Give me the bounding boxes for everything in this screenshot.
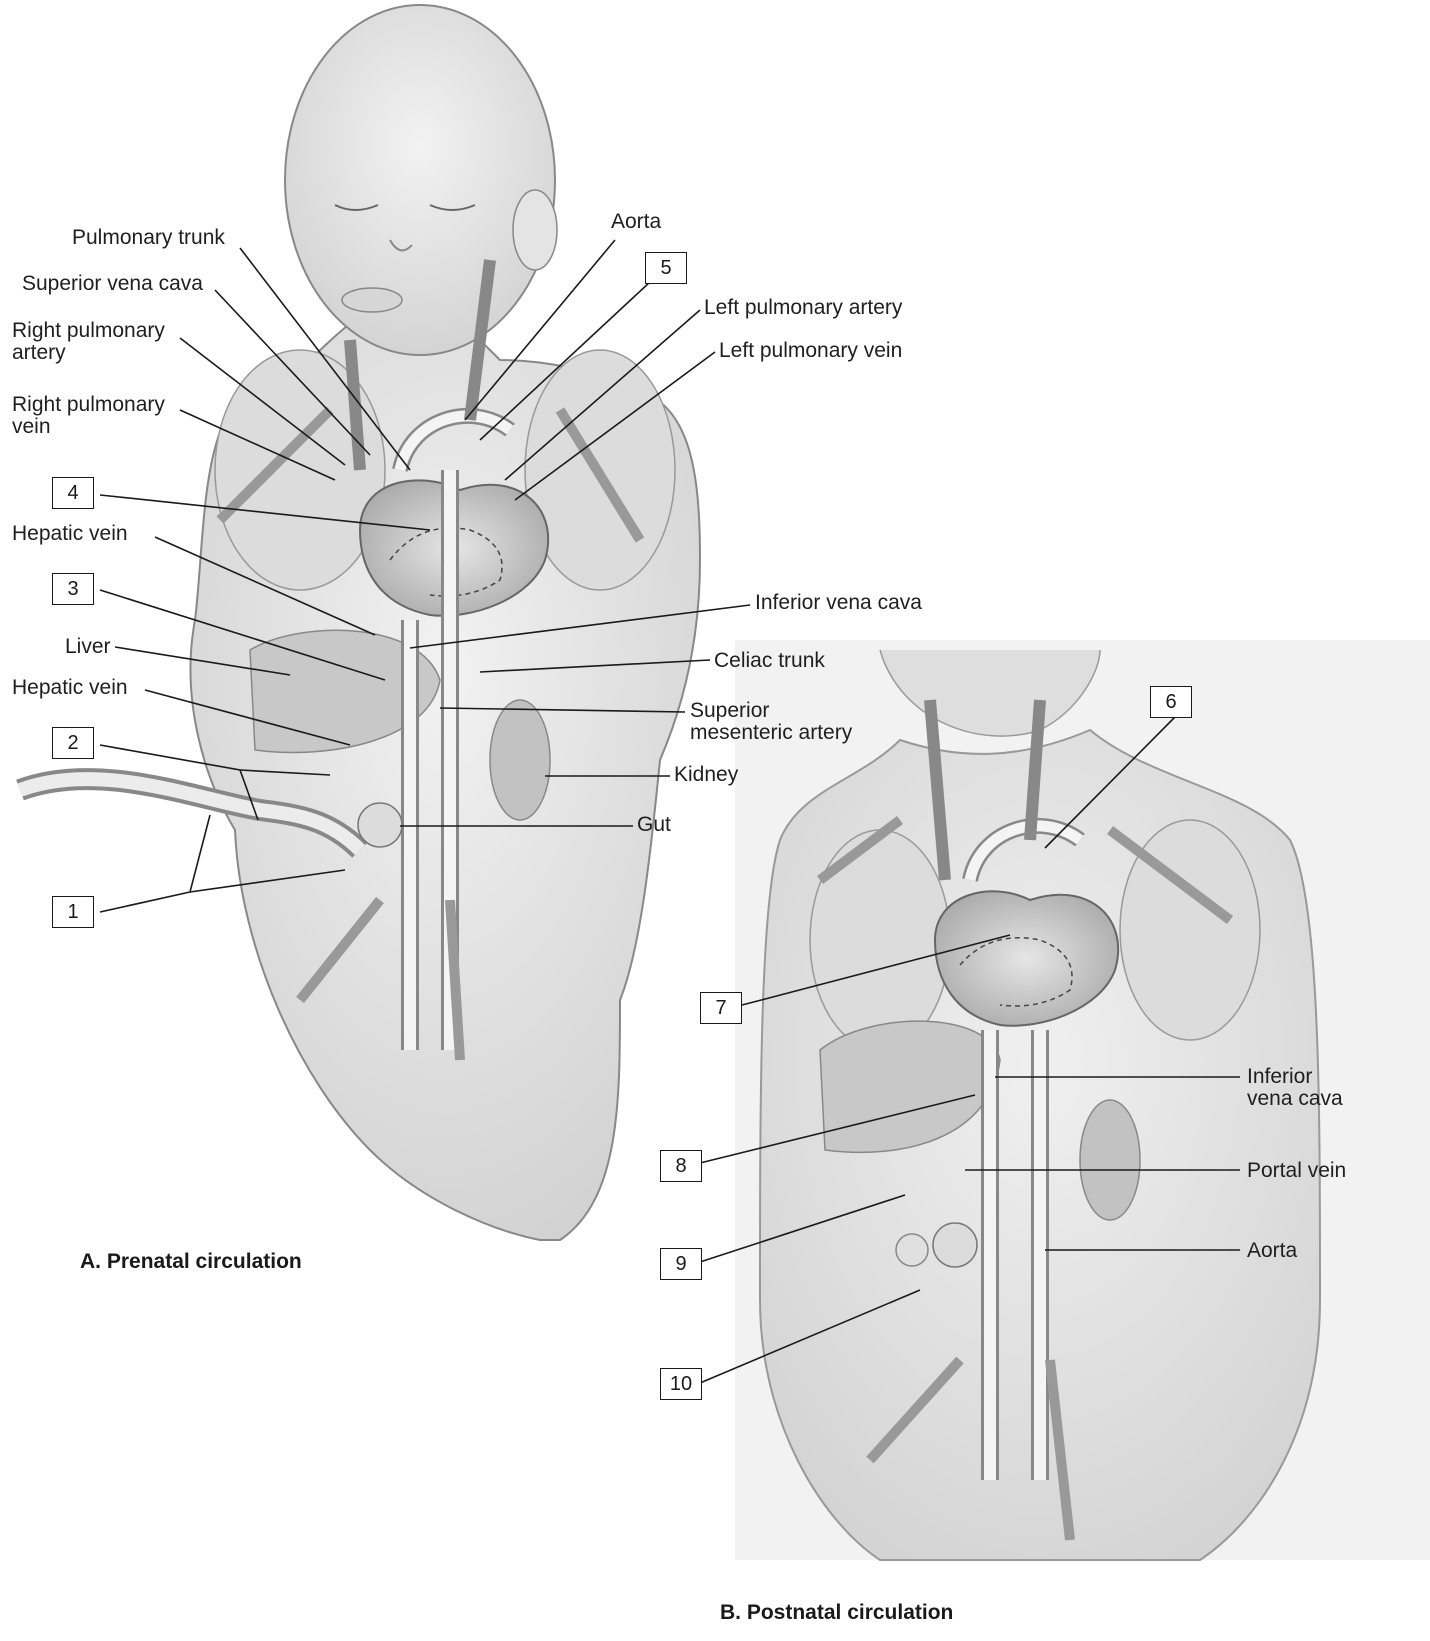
infant-ear (513, 190, 557, 270)
label-portal-vein: Portal vein (1247, 1160, 1346, 1182)
label-liver: Liver (65, 636, 111, 658)
gut-b (933, 1223, 977, 1267)
label-aorta: Aorta (611, 211, 661, 233)
label-right-pulmonary-vein: Right pulmonary vein (12, 394, 165, 438)
number-box-5: 5 (645, 252, 687, 284)
label-pulmonary-trunk: Pulmonary trunk (72, 227, 225, 249)
label-left-pulmonary-artery: Left pulmonary artery (704, 297, 902, 319)
label-kidney: Kidney (674, 764, 738, 786)
label-gut: Gut (637, 814, 671, 836)
label-superior-vena-cava: Superior vena cava (22, 273, 203, 295)
panel-a-infant (20, 5, 700, 1240)
number-box-6: 6 (1150, 686, 1192, 718)
label-hepatic-vein-upper: Hepatic vein (12, 523, 128, 545)
kidney-b (1080, 1100, 1140, 1220)
number-box-7: 7 (700, 992, 742, 1024)
label-aorta-b: Aorta (1247, 1240, 1297, 1262)
caption-postnatal: B. Postnatal circulation (720, 1601, 953, 1625)
number-box-10: 10 (660, 1368, 702, 1400)
label-hepatic-vein-lower: Hepatic vein (12, 677, 128, 699)
label-inferior-vena-cava: Inferior vena cava (755, 592, 922, 614)
gut-a (358, 803, 402, 847)
kidney-a (490, 700, 550, 820)
label-inferior-vena-cava-b: Inferior vena cava (1247, 1066, 1343, 1110)
label-right-pulmonary-artery: Right pulmonary artery (12, 320, 165, 364)
label-superior-mesenteric-artery: Superior mesenteric artery (690, 700, 852, 744)
lung-right-b (810, 830, 950, 1050)
number-box-4: 4 (52, 477, 94, 509)
number-box-3: 3 (52, 573, 94, 605)
number-box-9: 9 (660, 1248, 702, 1280)
number-box-8: 8 (660, 1150, 702, 1182)
caption-prenatal: A. Prenatal circulation (80, 1250, 302, 1274)
mouth (342, 288, 402, 312)
number-box-1: 1 (52, 896, 94, 928)
umbilicus-b (896, 1234, 928, 1266)
number-box-2: 2 (52, 727, 94, 759)
leader-box-1 (100, 815, 210, 912)
label-celiac-trunk: Celiac trunk (714, 650, 825, 672)
label-left-pulmonary-vein: Left pulmonary vein (719, 340, 902, 362)
infant-head (285, 5, 555, 355)
